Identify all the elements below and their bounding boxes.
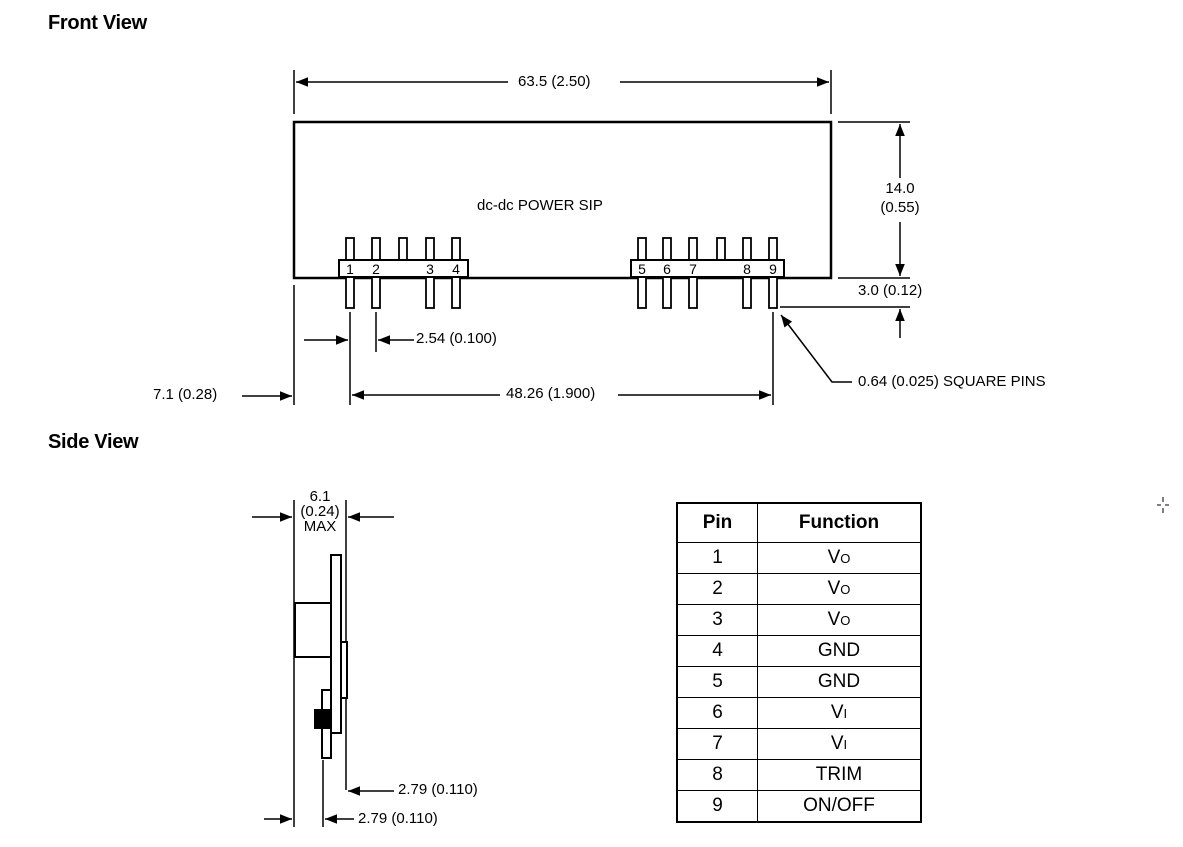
function-cell: VI — [757, 728, 922, 760]
pin-label-5: 5 — [638, 261, 646, 277]
function-cell: VO — [757, 604, 922, 636]
pin-label-6: 6 — [663, 261, 671, 277]
pin-cell: 8 — [676, 759, 758, 791]
pin-label-3: 3 — [426, 261, 434, 277]
dim-b-label: 2.79 (0.110) — [358, 810, 438, 827]
table-row: 8 TRIM — [676, 759, 922, 791]
pin-label-9: 9 — [769, 261, 777, 277]
pin-function-table: Pin Function 1 VO 2 VO 3 VO 4 GND 5 GND … — [676, 502, 922, 823]
pin-column-header: Pin — [676, 502, 758, 543]
function-cell: VI — [757, 697, 922, 729]
pin-label-1: 1 — [346, 261, 354, 277]
function-cell: ON/OFF — [757, 790, 922, 823]
side-view-heading: Side View — [48, 431, 139, 453]
crosshair-icon — [1157, 497, 1169, 513]
pin-cell: 6 — [676, 697, 758, 729]
dim-height-in-label: (0.55) — [880, 199, 920, 216]
table-row: 2 VO — [676, 573, 922, 605]
dim-width-max-label: MAX — [303, 518, 337, 535]
pin-label-7: 7 — [689, 261, 697, 277]
module-label: dc-dc POWER SIP — [477, 197, 603, 214]
side-board — [330, 554, 342, 734]
pin-cell: 3 — [676, 604, 758, 636]
dim-width-in-label: (0.24) — [300, 503, 340, 520]
function-cell: GND — [757, 666, 922, 698]
pin-dummy-a — [398, 237, 408, 261]
pin-cell: 4 — [676, 635, 758, 667]
function-column-header: Function — [757, 502, 922, 543]
dim-a-label: 2.79 (0.110) — [398, 781, 478, 798]
table-row: 6 VI — [676, 697, 922, 729]
pin-cell: 2 — [676, 573, 758, 605]
table-row: 1 VO — [676, 542, 922, 574]
pin-cell: 5 — [676, 666, 758, 698]
side-pin-block — [314, 709, 330, 729]
pin-cell: 1 — [676, 542, 758, 574]
dim-offset-label: 7.1 (0.28) — [153, 386, 218, 403]
side-rear-part — [340, 641, 348, 699]
pin-cell: 9 — [676, 790, 758, 823]
function-cell: TRIM — [757, 759, 922, 791]
dim-pitch-label: 2.54 (0.100) — [416, 330, 497, 347]
pin-label-2: 2 — [372, 261, 380, 277]
function-cell: VO — [757, 573, 922, 605]
dim-span-label: 48.26 (1.900) — [506, 385, 596, 402]
pin-label-4: 4 — [452, 261, 460, 277]
module-body — [292, 120, 833, 280]
pin-dummy-b — [716, 237, 726, 261]
front-view-heading: Front View — [48, 12, 147, 34]
table-row: 4 GND — [676, 635, 922, 667]
table-row: 9 ON/OFF — [676, 790, 922, 823]
pin-label-8: 8 — [743, 261, 751, 277]
side-view-drawing — [294, 554, 348, 759]
pin-note-label: 0.64 (0.025) SQUARE PINS — [858, 373, 1046, 390]
side-transformer — [294, 602, 332, 658]
dim-pin-length-label: 3.0 (0.12) — [858, 282, 923, 299]
dim-height-label: 14.0 — [885, 180, 915, 197]
table-row: 3 VO — [676, 604, 922, 636]
dim-length-label: 63.5 (2.50) — [518, 73, 591, 90]
table-row: 7 VI — [676, 728, 922, 760]
pin-cell: 7 — [676, 728, 758, 760]
dim-width-label: 6.1 — [309, 488, 331, 505]
function-cell: GND — [757, 635, 922, 667]
table-row: 5 GND — [676, 666, 922, 698]
function-cell: VO — [757, 542, 922, 574]
table-header-row: Pin Function — [676, 502, 922, 543]
